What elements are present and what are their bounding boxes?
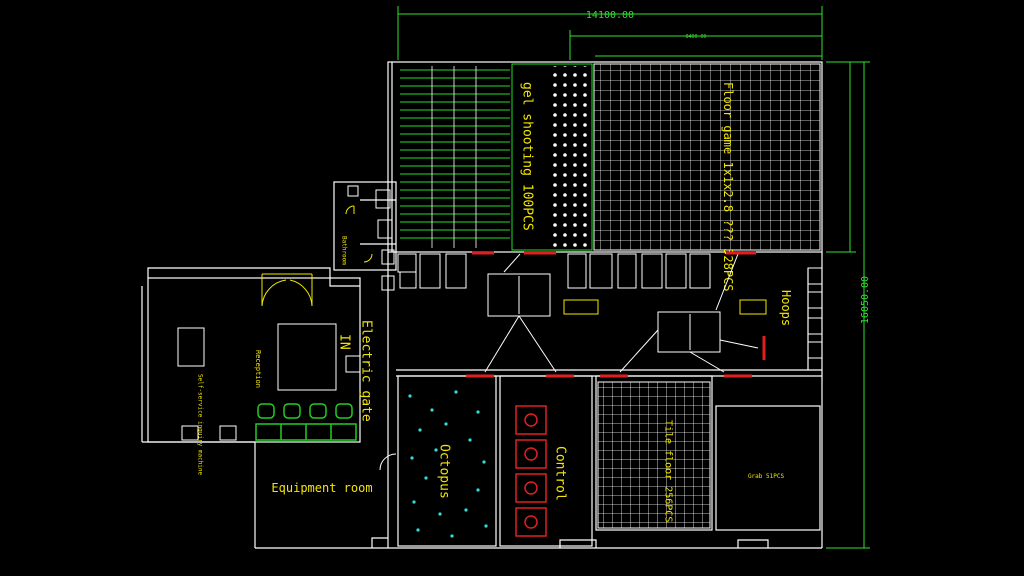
overall-width-label: 14100.00 (586, 10, 634, 21)
floor-game-area: Floor game 1x1x2.8 ??? 528PCS (593, 63, 821, 292)
floor-game-label: Floor game 1x1x2.8 ??? 528PCS (721, 82, 735, 292)
gel-shooting-area: gel shooting 100PCS (400, 63, 593, 251)
middle-band-furniture (397, 253, 823, 359)
self-service-label: Self-service inquiry machine (197, 374, 204, 476)
tile-floor-label: Tile floor 256PCS (663, 420, 674, 522)
reception-furniture (177, 273, 397, 471)
doors (466, 251, 766, 378)
equipment-room-label: Equipment room (271, 481, 372, 495)
bathroom-fixtures (345, 185, 395, 291)
electric-gate-label: Electric gate (359, 320, 374, 422)
direction-arrows (484, 253, 759, 373)
grab-area: Grab 51PCS (715, 405, 821, 531)
hoops-label: Hoops (779, 290, 793, 326)
octopus-label: Octopus (437, 444, 452, 499)
waiting-seats (255, 403, 357, 441)
upper-width-label: 8400.00 (685, 34, 706, 40)
bathroom-label: Bathroom (341, 236, 348, 265)
tile-floor-area (597, 381, 711, 529)
dimension-right: 16050.00 (826, 61, 871, 549)
control-stations (515, 405, 547, 537)
grab-label: Grab 51PCS (748, 473, 785, 480)
dimension-upper: 8400.00 (569, 30, 822, 60)
dimension-top: 14100.00 (397, 6, 823, 60)
entrance-label: IN (337, 334, 352, 350)
reception-label: Reception (254, 350, 262, 388)
octopus-points (408, 390, 488, 538)
overall-height-label: 16050.00 (860, 276, 871, 324)
control-label: Control (553, 446, 568, 501)
gel-shooting-label: gel shooting 100PCS (520, 82, 535, 231)
